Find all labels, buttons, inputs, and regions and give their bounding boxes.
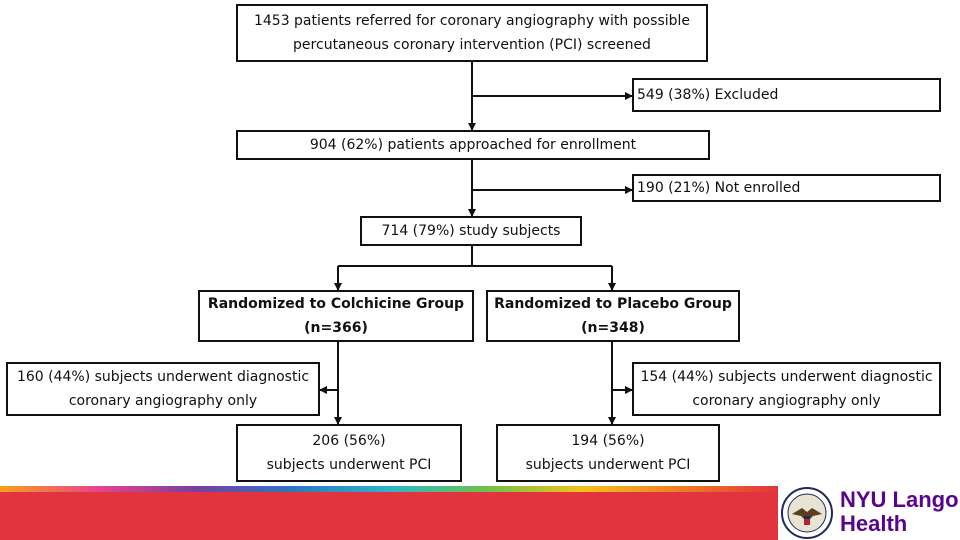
nyu-langone-logo: NYU Langone Health (840, 488, 960, 540)
colchicine-diag-line2: coronary angiography only (68, 393, 258, 409)
colchicine-line1: Randomized to Colchicine Group (207, 296, 465, 312)
placebo-box: Randomized to Placebo Group (n=348) (486, 290, 740, 342)
placebo-pci-box: 194 (56%) subjects underwent PCI (496, 424, 720, 482)
placebo-diag-line1: 154 (44%) subjects underwent diagnostic (640, 369, 933, 385)
footer-bar (0, 486, 778, 540)
placebo-diag-line2: coronary angiography only (692, 393, 881, 409)
placebo-pci-line1: 194 (56%) (571, 433, 645, 449)
arrow-study-split (338, 246, 612, 267)
colchicine-pci-line1: 206 (56%) (312, 433, 386, 449)
screened-box: 1453 patients referred for coronary angi… (236, 4, 708, 62)
colchicine-line2: (n=366) (304, 320, 368, 336)
study-subjects-line1: 714 (79%) study subjects (381, 223, 561, 239)
screened-line1: 1453 patients referred for coronary angi… (253, 13, 691, 29)
placebo-line1: Randomized to Placebo Group (494, 296, 732, 312)
placebo-line2: (n=348) (581, 320, 645, 336)
screened-line2: percutaneous coronary intervention (PCI)… (293, 37, 651, 53)
not-enrolled-box: 190 (21%) Not enrolled (632, 174, 941, 202)
footer-color-stripe (0, 486, 778, 492)
colchicine-pci-box: 206 (56%) subjects underwent PCI (236, 424, 462, 482)
colchicine-diag-line1: 160 (44%) subjects underwent diagnostic (16, 369, 310, 385)
study-subjects-box: 714 (79%) study subjects (360, 216, 582, 246)
approached-box: 904 (62%) patients approached for enroll… (236, 130, 710, 160)
colchicine-box: Randomized to Colchicine Group (n=366) (198, 290, 474, 342)
logo-line2: Health (840, 511, 908, 536)
excluded-box: 549 (38%) Excluded (632, 78, 941, 112)
placebo-pci-line2: subjects underwent PCI (525, 457, 691, 473)
colchicine-pci-line2: subjects underwent PCI (266, 457, 432, 473)
colchicine-diag-box: 160 (44%) subjects underwent diagnostic … (6, 362, 320, 416)
approached-line1: 904 (62%) patients approached for enroll… (309, 137, 637, 153)
excluded-line1: 549 (38%) Excluded (637, 87, 779, 103)
placebo-diag-box: 154 (44%) subjects underwent diagnostic … (632, 362, 941, 416)
va-seal-icon (781, 487, 833, 539)
not-enrolled-line1: 190 (21%) Not enrolled (637, 180, 801, 196)
logo-line1: NYU Langone (840, 487, 960, 512)
